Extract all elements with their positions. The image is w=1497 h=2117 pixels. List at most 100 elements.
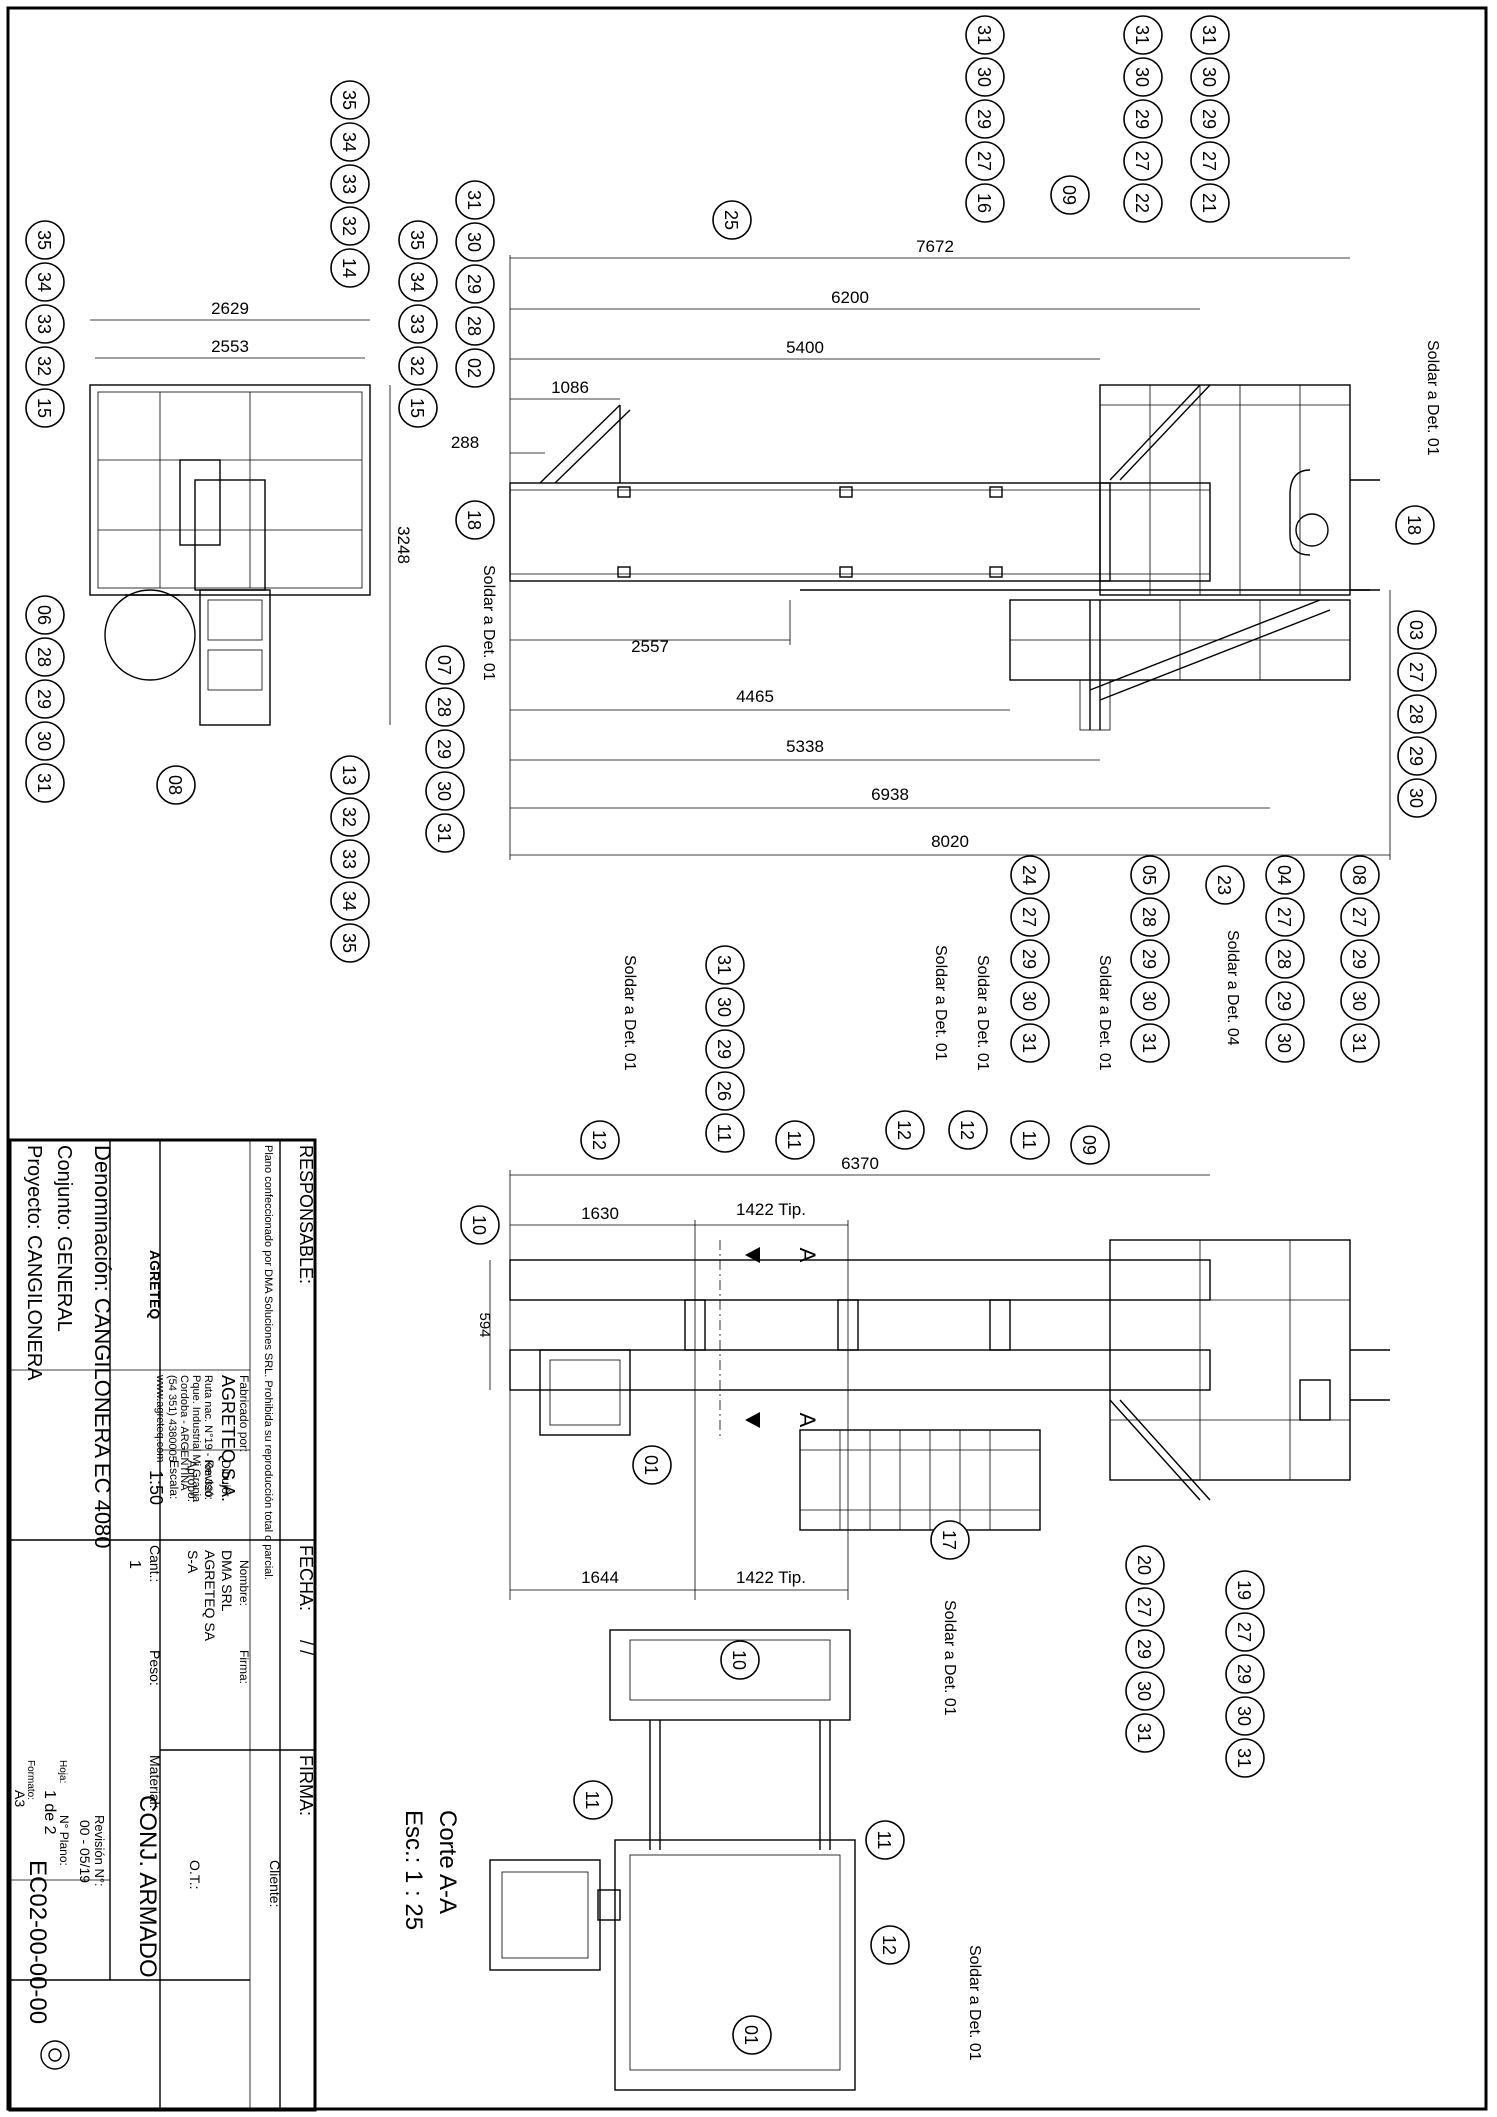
item-balloon <box>25 763 65 803</box>
item-balloon-number: 29 <box>1234 1664 1254 1684</box>
item-balloon <box>460 1205 500 1245</box>
item-balloon-number: 29 <box>1132 109 1152 129</box>
item-balloon <box>1190 99 1230 139</box>
item-balloon-number: 30 <box>434 781 454 801</box>
item-balloon-number: 18 <box>464 510 484 530</box>
item-balloon <box>25 721 65 761</box>
item-balloon <box>330 881 370 921</box>
item-balloon-number: 29 <box>1406 746 1426 766</box>
item-balloon <box>775 1120 815 1160</box>
formato-value: A3 <box>12 1790 28 1807</box>
item-balloon-number: 19 <box>1234 1580 1254 1600</box>
front-elevation-view: 6370 1630 1422 Tip. 594 1644 1422 Tip. A… <box>476 945 1390 1716</box>
item-balloon-number: 10 <box>729 1650 749 1670</box>
item-balloon-number: 27 <box>1134 1597 1154 1617</box>
item-balloon-number: 27 <box>974 151 994 171</box>
item-balloon-number: 34 <box>407 272 427 292</box>
item-balloon-number: 27 <box>1406 662 1426 682</box>
item-balloon <box>965 15 1005 55</box>
item-balloon-number: 25 <box>721 210 741 230</box>
item-balloon-number: 24 <box>1019 865 1039 885</box>
item-balloon <box>25 220 65 260</box>
item-balloon-number: 29 <box>974 109 994 129</box>
item-balloon <box>330 206 370 246</box>
item-balloon-number: 33 <box>407 314 427 334</box>
item-balloon <box>1397 736 1437 776</box>
item-balloon-number: 35 <box>339 933 359 953</box>
item-balloon-number: 12 <box>589 1130 609 1150</box>
item-balloon <box>156 765 196 805</box>
item-balloon <box>1225 1696 1265 1736</box>
item-balloon <box>930 1520 970 1560</box>
aprobo-label: Aprobó: <box>185 1460 199 1502</box>
item-balloon <box>705 1029 745 1069</box>
item-balloon-number: 11 <box>784 1131 804 1150</box>
item-balloon <box>965 183 1005 223</box>
item-balloon <box>330 923 370 963</box>
section-scale: Esc.: 1 : 25 <box>400 1810 427 1930</box>
weld-note: Soldar a Det. 01 <box>1424 340 1441 456</box>
item-balloon <box>398 346 438 386</box>
item-balloon <box>705 945 745 985</box>
item-balloon-number: 11 <box>714 1124 734 1143</box>
item-balloon <box>1340 897 1380 937</box>
item-balloon <box>330 80 370 120</box>
item-balloon <box>1010 897 1050 937</box>
item-balloon <box>425 687 465 727</box>
item-balloon-number: 07 <box>434 655 454 675</box>
denominacion: Denominación: CANGILONERA EC 4080 <box>90 1145 115 1549</box>
cant-value: 1 <box>126 1560 143 1569</box>
item-balloon <box>1205 865 1245 905</box>
item-balloon <box>1190 183 1230 223</box>
hoja-value: 1 de 2 <box>41 1790 58 1835</box>
fecha-value: / / <box>296 1640 316 1655</box>
item-balloon <box>398 304 438 344</box>
plan-view: 2629 2553 3248 <box>89 299 413 726</box>
item-balloon <box>25 679 65 719</box>
item-balloon-number: 12 <box>879 1935 899 1955</box>
item-balloon-number: 31 <box>1234 1748 1254 1768</box>
conjunto: Conjunto: GENERAL <box>53 1145 75 1332</box>
item-balloon-number: 15 <box>407 398 427 418</box>
dim-5400: 5400 <box>786 338 824 357</box>
item-balloon-number: 11 <box>1019 1131 1039 1150</box>
escala-label: Escala: <box>167 1460 181 1499</box>
cant-label: Cant.: <box>147 1545 163 1582</box>
item-balloon-number: 31 <box>1132 25 1152 45</box>
item-balloon-number: 32 <box>407 356 427 376</box>
item-balloon <box>455 348 495 388</box>
item-balloon-number: 08 <box>1349 865 1369 885</box>
item-balloon <box>398 388 438 428</box>
dim-1422-tip: 1422 Tip. <box>736 1200 806 1219</box>
dibujo-label: Dibujó: <box>219 1460 233 1497</box>
item-balloon-number: 31 <box>34 773 54 793</box>
item-balloon-number: 13 <box>339 765 359 785</box>
item-balloon-number: 29 <box>714 1039 734 1059</box>
item-balloon-number: 09 <box>1079 1135 1099 1155</box>
item-balloon-number: 16 <box>974 193 994 213</box>
item-balloon <box>712 200 752 240</box>
item-balloon-number: 29 <box>464 274 484 294</box>
item-balloon-number: 22 <box>1132 193 1152 213</box>
item-balloon <box>330 164 370 204</box>
item-balloon <box>455 180 495 220</box>
item-balloon-number: 18 <box>1404 515 1424 535</box>
item-balloon <box>330 839 370 879</box>
item-balloon-number: 03 <box>1406 620 1426 640</box>
item-balloon-number: 30 <box>34 731 54 751</box>
item-balloon-number: 01 <box>741 2025 761 2045</box>
item-balloon <box>1265 1023 1305 1063</box>
item-balloon-number: 29 <box>34 689 54 709</box>
item-balloon-number: 28 <box>464 316 484 336</box>
item-balloon <box>1190 57 1230 97</box>
item-balloon <box>1010 1120 1050 1160</box>
item-balloon-number: 35 <box>339 90 359 110</box>
item-balloon-number: 29 <box>1134 1639 1154 1659</box>
cut-mark-label: A <box>795 1248 820 1263</box>
item-balloon-number: 23 <box>1214 875 1234 895</box>
item-balloon-number: 31 <box>1349 1033 1369 1053</box>
item-balloon <box>948 1110 988 1150</box>
company-line: Pque. Industrial Mi Granja <box>190 1375 202 1503</box>
item-balloon-number: 27 <box>1199 151 1219 171</box>
